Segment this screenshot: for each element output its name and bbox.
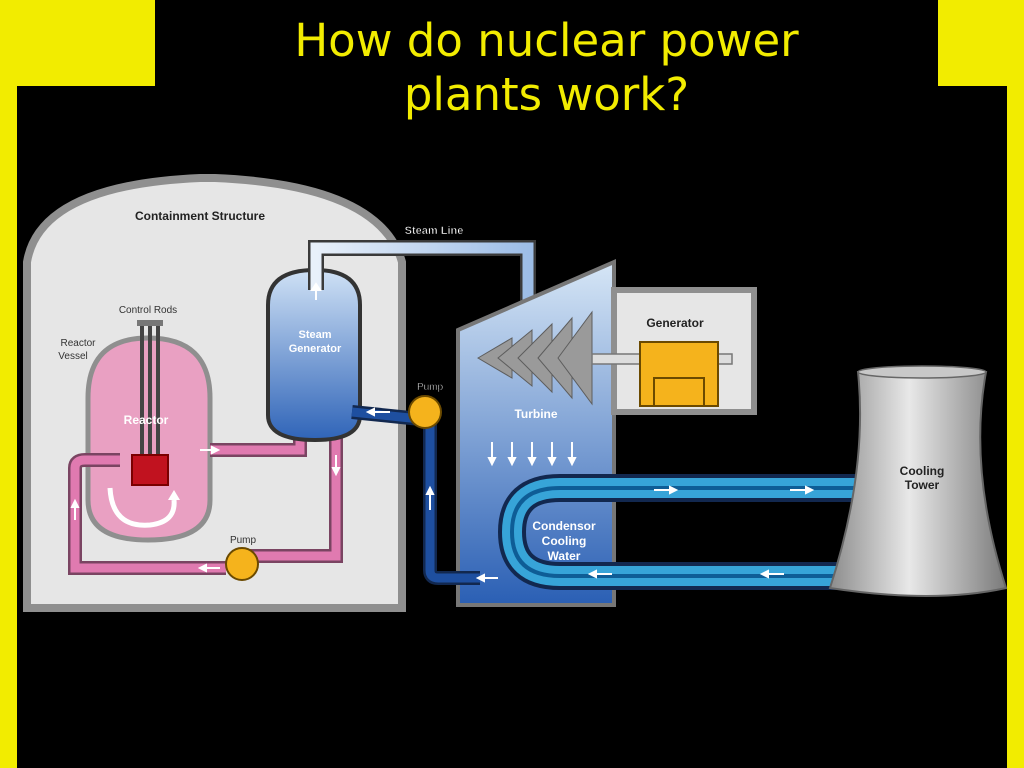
label-pump-bottom: Pump (230, 535, 257, 546)
label-control-rods: Control Rods (119, 305, 177, 316)
pump-top (408, 395, 442, 429)
steam-generator (266, 267, 362, 443)
slide-title: How do nuclear power plants work? (155, 14, 938, 122)
label-reactor-vessel-1: Reactor (60, 338, 96, 349)
turbine-blades (477, 310, 593, 406)
control-rods (137, 320, 163, 462)
label-steam-generator-2: Generator (289, 343, 342, 355)
label-reactor-vessel-2: Vessel (58, 351, 87, 362)
label-condensor-3: Water (548, 549, 581, 563)
label-turbine: Turbine (514, 407, 557, 421)
label-pump-top: Pump (417, 382, 444, 393)
label-cooling-tower-1: Cooling (900, 464, 945, 478)
label-steam-generator-1: Steam (298, 329, 331, 341)
title-band (155, 0, 938, 88)
label-generator: Generator (646, 316, 704, 330)
flow-arrows (70, 282, 815, 583)
pump-bottom (225, 547, 259, 581)
label-condensor-2: Cooling (542, 534, 587, 548)
reactor-core (131, 454, 169, 486)
label-condensor-1: Condensor (532, 519, 596, 533)
label-reactor: Reactor (124, 413, 169, 427)
title-line-2: plants work? (403, 68, 690, 121)
label-cooling-tower-2: Tower (905, 478, 940, 492)
label-containment: Containment Structure (135, 209, 265, 223)
title-line-1: How do nuclear power (294, 14, 799, 67)
cooling-tower (828, 371, 1008, 597)
label-steam-line: Steam Line (405, 225, 464, 237)
core-circulation-arrow (107, 487, 177, 528)
